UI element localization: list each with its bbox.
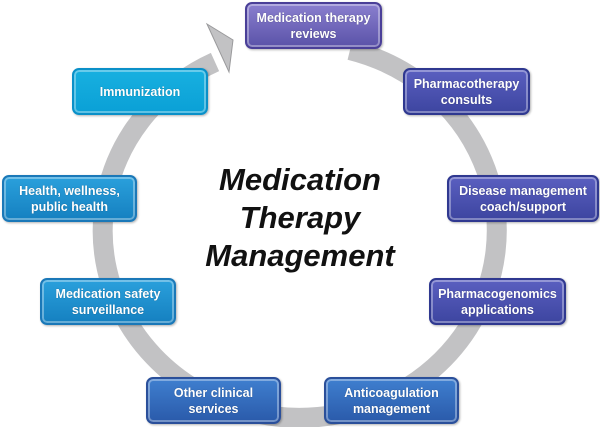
diagram-title: Medication Therapy Management	[170, 161, 430, 275]
service-label: Anticoagulation	[344, 385, 439, 400]
service-label: management	[352, 401, 431, 416]
cycle-arrowhead-icon	[205, 22, 234, 74]
service-label: Pharmacogenomics	[438, 286, 557, 301]
service-label: Immunization	[99, 84, 181, 99]
service-immunization: Immunization	[72, 68, 208, 115]
service-label: reviews	[290, 26, 337, 41]
service-label: public health	[30, 199, 109, 214]
service-label: surveillance	[71, 302, 145, 317]
service-label: consults	[440, 92, 493, 107]
service-health-wellness: Health, wellness,public health	[2, 175, 137, 222]
service-label: Other clinical	[173, 385, 254, 400]
service-label: services	[188, 401, 239, 416]
title-line: Therapy	[239, 200, 361, 235]
title-line: Management	[205, 238, 395, 273]
service-label: applications	[461, 302, 534, 317]
service-label: Medication therapy	[256, 10, 371, 25]
service-label: Medication safety	[55, 286, 161, 301]
title-line: Medication	[219, 162, 381, 197]
service-label: coach/support	[479, 199, 567, 214]
service-label: Health, wellness,	[19, 183, 120, 198]
service-label: Disease management	[459, 183, 587, 198]
service-label: Pharmacotherapy	[413, 76, 520, 91]
